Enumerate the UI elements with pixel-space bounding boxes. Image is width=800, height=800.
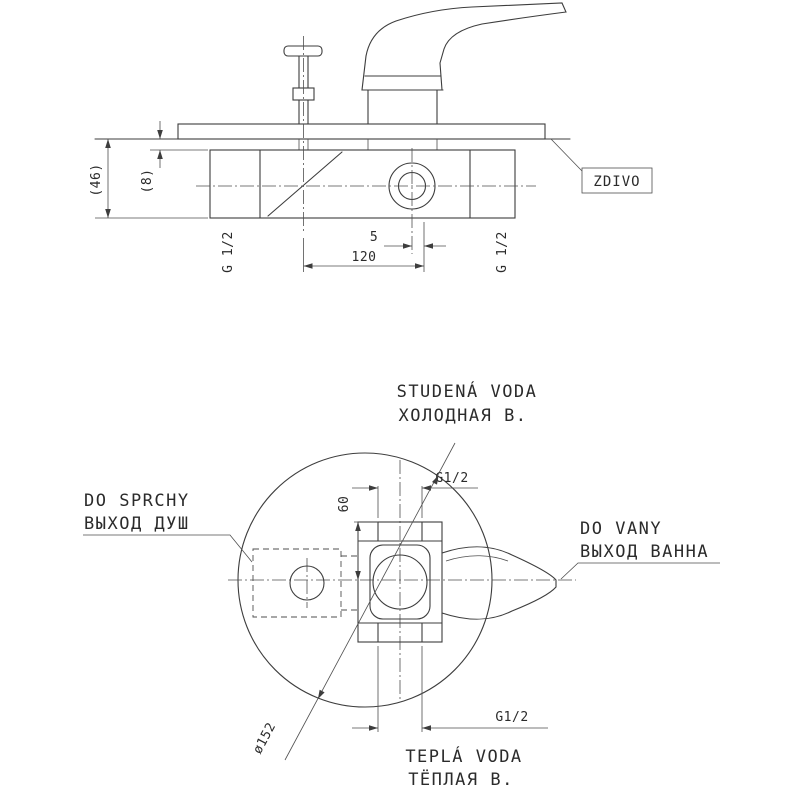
cartridge-circle	[372, 554, 428, 610]
centerlines-front-view	[228, 460, 576, 702]
centerlines-top-view	[196, 36, 536, 254]
front-view: STUDENÁ VODA ХОЛОДНАЯ В. TEPLÁ VODA ТЁПЛ…	[83, 380, 720, 790]
shower-label-ru: ВЫХОД ДУШ	[84, 514, 190, 534]
bath-label-cz: DO VANY	[580, 519, 662, 539]
shower-leader-line	[83, 534, 253, 563]
shower-label-cz: DO SPRCHY	[84, 491, 190, 511]
bath-callout: DO VANY ВЫХОД ВАННА	[560, 519, 720, 580]
masonry-callout-box	[581, 167, 653, 194]
dimension-thread-top: G1/2	[352, 471, 478, 518]
diverter-knob	[283, 45, 323, 125]
dim-8-label: (8)	[140, 169, 155, 194]
dimension-120: 120	[303, 238, 424, 272]
dim-5-label: 5	[370, 230, 378, 245]
hot-water-label-cz: TEPLÁ VODA	[405, 745, 522, 767]
cold-water-label-ru: ХОЛОДНАЯ В.	[398, 406, 527, 426]
masonry-leader-line	[550, 138, 583, 172]
bath-lever	[441, 546, 557, 620]
bath-leader-line	[560, 562, 720, 580]
shower-port-circle	[289, 565, 325, 601]
valve-body	[209, 149, 516, 219]
through-wall-stems	[298, 139, 438, 150]
dimension-diameter-152: ø152	[250, 442, 456, 761]
hot-water-label-ru: ТЁПЛАЯ В.	[408, 769, 514, 790]
mounting-plate	[177, 123, 546, 140]
dimension-5: 5	[370, 222, 446, 272]
dim-120-label: 120	[352, 250, 377, 265]
dimension-60: 60	[337, 496, 378, 580]
dimension-offset-8: (8)	[140, 121, 208, 193]
diameter-leader-line	[284, 442, 456, 761]
side-section-view: (46) (8) 5 120 G 1/2 G 1/2	[89, 2, 653, 273]
cold-water-label-cz: STUDENÁ VODA	[397, 380, 538, 402]
shower-callout: DO SPRCHY ВЫХОД ДУШ	[83, 491, 253, 563]
thread-right-label: G 1/2	[495, 231, 510, 273]
mixer-body-front	[357, 521, 443, 643]
dim-60-label: 60	[337, 496, 352, 513]
dim-46-label: (46)	[89, 163, 104, 196]
thread-bottom-label: G1/2	[495, 710, 528, 725]
lever-handle	[361, 2, 567, 125]
shower-outlet	[252, 548, 358, 618]
dim-diameter-label: ø152	[250, 720, 279, 756]
zdivo-label: ZDIVO	[593, 174, 640, 190]
masonry-callout: ZDIVO	[550, 138, 653, 194]
bath-label-ru: ВЫХОД ВАННА	[580, 542, 709, 562]
dimension-depth-46: (46)	[89, 139, 208, 219]
dimension-thread-bottom: G1/2	[352, 646, 548, 732]
thread-left-label: G 1/2	[221, 231, 236, 273]
thread-top-label: G1/2	[435, 471, 468, 486]
